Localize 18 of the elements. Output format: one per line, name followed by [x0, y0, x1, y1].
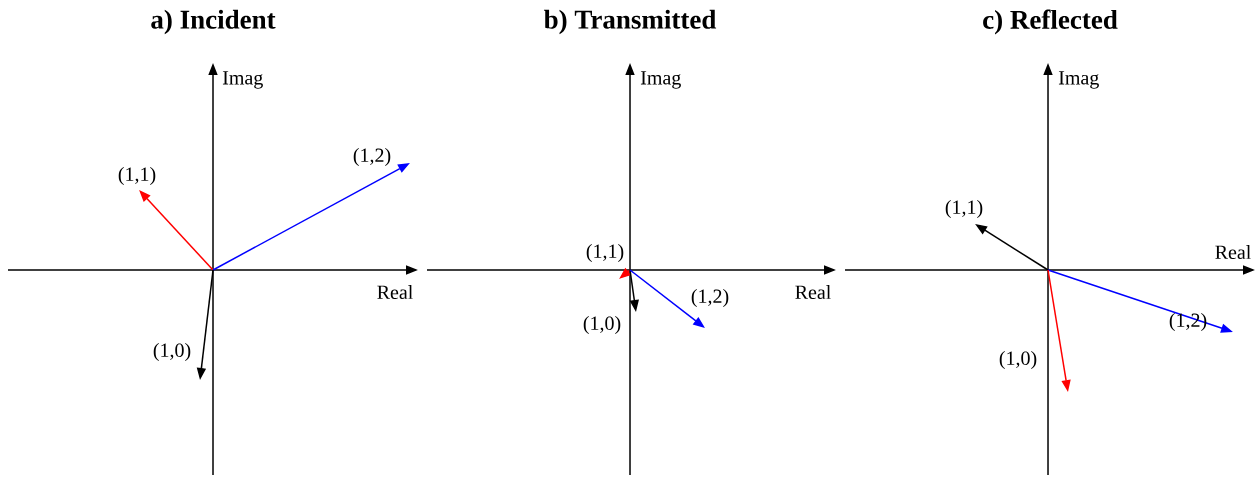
axis-label: Real	[377, 284, 413, 300]
vector-label: (1,1)	[586, 243, 624, 263]
axis-label: Real	[1215, 244, 1251, 260]
axis-label: Real	[795, 284, 831, 300]
axis-label: Imag	[1058, 71, 1099, 89]
vector-label: (1,2)	[1169, 312, 1207, 332]
vector-label: (1,0)	[583, 315, 621, 335]
axis-label: Imag	[640, 71, 681, 89]
vector-label: (1,0)	[999, 350, 1037, 370]
vector-label: (1,2)	[691, 288, 729, 308]
panel-title: c) Reflected	[983, 9, 1118, 35]
panel-title: a) Incident	[151, 9, 276, 35]
vector-label: (1,2)	[353, 147, 391, 167]
vector-label: (1,1)	[118, 166, 156, 186]
vector-label: (1,0)	[153, 342, 191, 362]
panel-title: b) Transmitted	[544, 9, 717, 35]
vector-label: (1,1)	[945, 199, 983, 219]
axis-label: Imag	[222, 71, 263, 89]
